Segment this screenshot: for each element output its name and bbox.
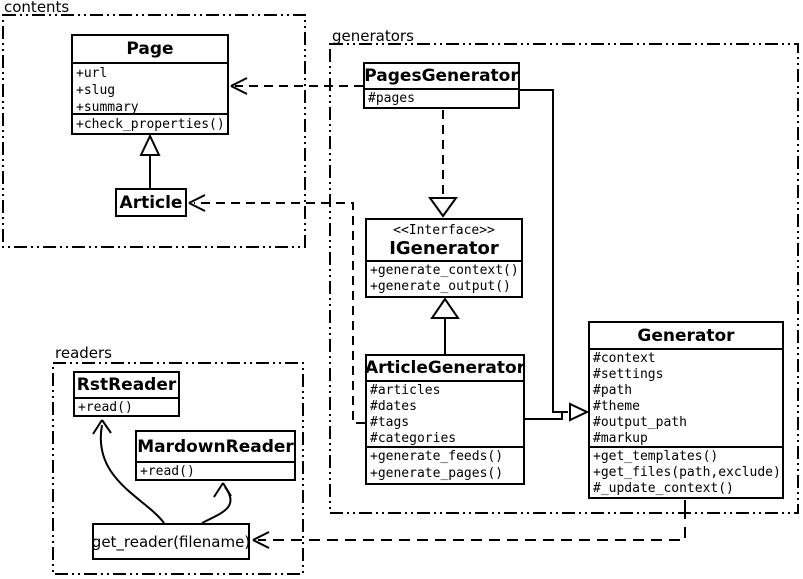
attribute-row: +slug — [76, 83, 116, 98]
realization-arrow-pagesgenerator-igenerator — [428, 110, 458, 218]
class-pagesgenerator: PagesGenerator #pages — [363, 62, 520, 109]
package-readers-border — [52, 362, 304, 575]
class-mardownreader-methods: +read() — [137, 461, 294, 479]
class-rstreader: RstReader +read() — [73, 371, 180, 417]
dependency-arrow-articlegenerator-article — [188, 194, 365, 424]
attribute-row: +url — [76, 66, 108, 81]
class-igenerator: <<Interface>> IGenerator +generate_conte… — [365, 218, 523, 298]
class-igenerator-methods: +generate_context() +generate_output() — [367, 260, 521, 296]
method-row: +read() — [140, 464, 195, 479]
class-igenerator-header: <<Interface>> IGenerator — [367, 220, 521, 260]
association-arrow-getreader-mardownreader — [201, 482, 232, 524]
attribute-row: #markup — [593, 431, 648, 446]
class-articlegenerator-attributes: #articles #dates #tags #categories — [367, 380, 523, 446]
class-generator-methods: +get_templates() +get_files(path,exclude… — [590, 446, 782, 497]
class-articlegenerator: ArticleGenerator #articles #dates #tags … — [365, 354, 525, 485]
class-rstreader-title: RstReader — [76, 375, 177, 395]
class-pagesgenerator-title: PagesGenerator — [365, 66, 518, 86]
function-box-get-reader: get_reader(filename) — [92, 523, 250, 560]
dependency-arrow-generator-getreader — [252, 500, 686, 549]
class-rstreader-methods: +read() — [75, 397, 178, 415]
class-generator-title: Generator — [637, 325, 735, 346]
attribute-row: #categories — [370, 431, 457, 446]
attribute-row: #output_path — [593, 415, 687, 430]
dependency-arrow-pagesgenerator-page — [230, 77, 363, 95]
attribute-row: +summary — [76, 100, 139, 113]
class-article-title: Article — [119, 192, 183, 213]
method-row: +get_templates() — [593, 449, 719, 464]
inheritance-arrow-articlegenerator-generator — [525, 412, 563, 420]
method-row: +read() — [78, 400, 133, 415]
class-page: Page +url +slug +summary +check_properti… — [71, 34, 229, 135]
method-row: +generate_feeds() — [370, 449, 504, 464]
attribute-row: #dates — [370, 399, 417, 414]
class-mardownreader-title: MardownReader — [137, 436, 294, 457]
class-article: Article — [115, 188, 187, 217]
class-articlegenerator-title: ArticleGenerator — [367, 358, 523, 378]
package-contents-border — [2, 14, 306, 248]
class-mardownreader: MardownReader +read() — [135, 430, 296, 481]
attribute-row: #pages — [368, 91, 415, 106]
method-row: +check_properties() — [76, 117, 225, 132]
class-generator: Generator #context #settings #path #them… — [588, 321, 784, 499]
attribute-row: #settings — [593, 367, 664, 382]
association-arrow-getreader-rstreader — [92, 419, 165, 524]
attribute-row: #context — [593, 351, 656, 366]
attribute-row: #articles — [370, 383, 441, 398]
class-generator-attributes: #context #settings #path #theme #output_… — [590, 348, 782, 446]
attribute-row: #theme — [593, 399, 640, 414]
class-articlegenerator-methods: +generate_feeds() +generate_pages() — [367, 446, 523, 483]
class-igenerator-stereotype: <<Interface>> — [393, 223, 495, 238]
method-row: #_update_context() — [593, 481, 734, 496]
attribute-row: #tags — [370, 415, 410, 430]
class-page-methods: +check_properties() — [73, 113, 227, 133]
method-row: +generate_context() — [370, 263, 519, 278]
inheritance-arrow-articlegenerator-igenerator — [430, 297, 460, 354]
package-readers-label: readers — [55, 344, 112, 362]
inheritance-arrow-article-page — [139, 133, 161, 188]
attribute-row: #path — [593, 383, 633, 398]
method-row: +generate_pages() — [370, 465, 504, 481]
class-pagesgenerator-attributes: #pages — [365, 88, 518, 107]
class-igenerator-title: IGenerator — [389, 238, 499, 259]
method-row: +generate_output() — [370, 279, 511, 294]
class-page-title: Page — [126, 39, 174, 59]
package-generators-label: generators — [332, 27, 414, 45]
package-contents-label: contents — [4, 0, 70, 16]
package-generators-border — [329, 43, 799, 514]
method-row: +get_files(path,exclude) — [593, 465, 781, 480]
class-page-attributes: +url +slug +summary — [73, 62, 227, 113]
inheritance-arrow-pagesgenerator-generator — [519, 89, 568, 413]
inheritance-triangle-generator — [569, 402, 590, 422]
